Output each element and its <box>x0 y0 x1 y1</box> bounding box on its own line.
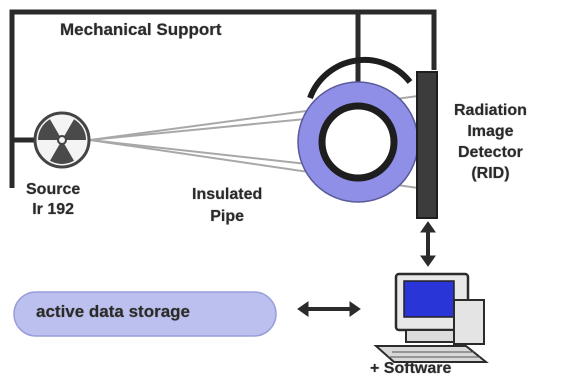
detector-computer-link <box>420 221 436 267</box>
radiation-image-detector <box>416 71 438 219</box>
source-label: Source Ir 192 <box>26 180 80 220</box>
insulated-pipe <box>297 57 419 203</box>
computer-icon <box>373 272 489 363</box>
software-label: + Software <box>370 360 452 377</box>
mechanical-support-label: Mechanical Support <box>60 20 222 39</box>
source-label-line1: Source <box>26 181 81 198</box>
data-storage-pill <box>13 291 277 337</box>
rid-label: Radiation Image Detector (RID) <box>454 100 527 184</box>
insulated-label-line1: Insulated <box>192 186 263 203</box>
insulated-label-line2: Pipe <box>210 208 245 225</box>
source-label-line2: Ir 192 <box>32 201 75 218</box>
rid-label-line3: Detector <box>457 144 523 161</box>
insulated-pipe-label: Insulated Pipe <box>192 184 262 228</box>
storage-computer-link <box>297 301 361 317</box>
rid-label-line1: Radiation <box>454 102 527 119</box>
rid-label-line2: Image <box>467 123 514 140</box>
rid-label-line4: (RID) <box>471 165 510 182</box>
source-radiation-icon <box>33 111 91 169</box>
data-storage-label: active data storage <box>36 302 191 321</box>
